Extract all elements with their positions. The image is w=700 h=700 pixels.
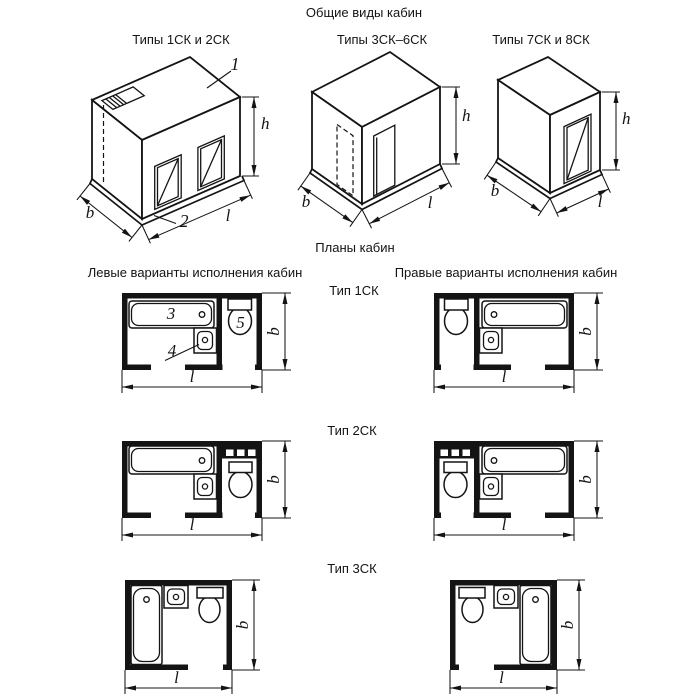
extension-lines <box>442 86 460 165</box>
dim-line <box>486 174 542 213</box>
dimension-b: b <box>76 183 143 242</box>
dim-label-l: l <box>502 515 507 534</box>
dimension-b: b <box>297 172 363 228</box>
title-right-variants: Правые варианты исполнения кабин <box>395 265 618 280</box>
dim-label-h: h <box>622 109 631 128</box>
door-leaf <box>566 116 589 181</box>
title-plans: Планы кабин <box>315 240 394 255</box>
plan-fixtures <box>443 298 568 354</box>
callout-leader-1 <box>206 70 232 89</box>
plan-fixtures <box>438 445 568 500</box>
dim-label-l: l <box>226 206 231 225</box>
extension-lines <box>602 91 620 171</box>
callout-leader-2 <box>153 214 177 225</box>
dim-label-l: l <box>428 193 433 212</box>
iso-view-types-1sk-2sk: 1 2 h b l <box>76 54 270 244</box>
plan-3sk-right: b l <box>450 580 585 694</box>
dim-line <box>300 185 354 224</box>
dim-label-b: b <box>264 327 283 336</box>
plan-3sk-left: b l <box>125 580 260 694</box>
plan-fixtures <box>128 445 258 500</box>
dim-label-b: b <box>576 475 595 484</box>
extension-lines <box>483 161 551 217</box>
vent-grille-slats <box>105 94 128 109</box>
right-face <box>549 90 601 195</box>
dimension-l: l <box>141 180 253 244</box>
dim-line <box>148 194 251 241</box>
plan-1sk-right: b l <box>434 293 603 393</box>
dimension-h: h <box>602 91 631 171</box>
plan-fixtures <box>128 298 253 354</box>
door-leaf <box>200 138 223 188</box>
door-frame <box>563 113 592 185</box>
iso-label-3: Типы 7СК и 8СК <box>492 32 590 47</box>
extension-lines <box>76 183 143 242</box>
title-general-views: Общие виды кабин <box>306 5 422 20</box>
dim-label-b: b <box>264 475 283 484</box>
dimension-l: l <box>549 174 611 217</box>
iso-view-types-7sk-8sk: h b l <box>483 55 631 217</box>
extension-lines <box>361 168 453 229</box>
dimension-b: b <box>483 161 551 217</box>
dim-label-l: l <box>502 367 507 386</box>
dim-line <box>79 195 133 238</box>
type-label-2sk: Тип 2СК <box>327 423 377 438</box>
dim-label-h: h <box>462 106 471 125</box>
extension-lines <box>549 174 611 217</box>
extension-lines <box>141 180 253 244</box>
iso-label-2: Типы 3СК–6СК <box>337 32 428 47</box>
door-diagonal <box>566 117 589 181</box>
iso-label-1: Типы 1СК и 2СК <box>132 32 230 47</box>
dimension-l: l <box>361 168 453 229</box>
callout-number-washbasin: 4 <box>168 341 177 360</box>
iso-view-types-3sk-6sk: h b l <box>297 50 471 229</box>
callout-number-base: 2 <box>180 211 189 231</box>
callout-leader-4 <box>164 344 200 361</box>
dim-label-b: b <box>86 203 95 222</box>
callout-number-cabin: 1 <box>231 54 240 74</box>
dim-label-b: b <box>491 181 500 200</box>
dim-label-b: b <box>233 621 252 630</box>
vent-grille <box>100 86 146 111</box>
extension-lines <box>242 96 259 177</box>
front-face <box>141 95 241 221</box>
dimension-h: h <box>242 96 270 177</box>
plan-1sk-left: 3 4 5 b l <box>122 293 291 393</box>
callout-number-bath: 3 <box>166 304 176 323</box>
dimension-h: h <box>442 86 471 165</box>
dim-label-l: l <box>190 515 195 534</box>
dim-line <box>556 188 609 214</box>
extension-lines <box>297 172 363 228</box>
front-face <box>361 85 441 206</box>
dim-label-l: l <box>190 367 195 386</box>
plan-fixtures <box>130 584 224 666</box>
type-label-3sk: Тип 3СК <box>327 561 377 576</box>
title-left-variants: Левые варианты исполнения кабин <box>88 265 303 280</box>
type-label-1sk: Тип 1СК <box>329 283 379 298</box>
door-diagonal <box>200 139 223 188</box>
dim-label-l: l <box>499 668 504 687</box>
dim-label-b: b <box>576 327 595 336</box>
plan-fixtures <box>458 584 552 666</box>
plan-2sk-right: b l <box>434 441 603 541</box>
callout-number-toilet: 5 <box>236 313 245 332</box>
dim-label-l: l <box>174 668 179 687</box>
dim-label-b: b <box>302 192 311 211</box>
dim-label-b: b <box>558 621 577 630</box>
door <box>563 113 592 185</box>
door-frame <box>197 134 225 192</box>
dim-label-l: l <box>598 192 603 211</box>
plan-2sk-left: b l <box>122 441 291 541</box>
vent-grille-frame <box>100 86 146 111</box>
dim-label-h: h <box>261 114 270 133</box>
door-2 <box>197 134 225 192</box>
dim-line <box>369 182 450 225</box>
